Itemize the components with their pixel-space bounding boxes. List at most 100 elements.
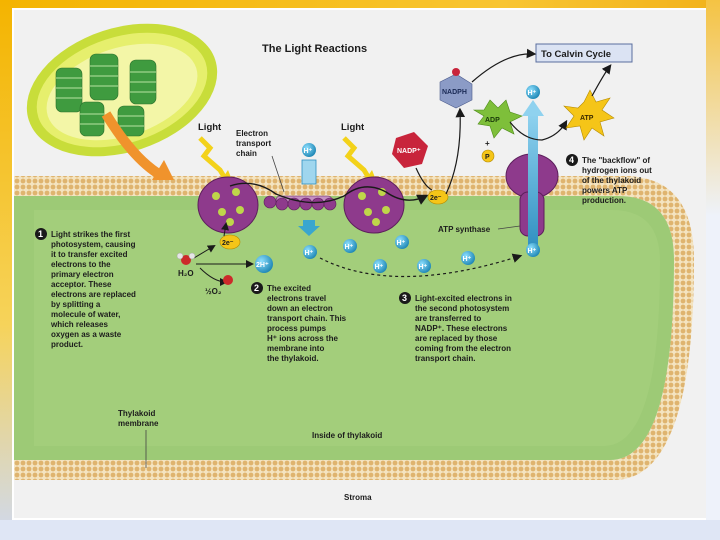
step-4: 4 The "backflow" of hydrogen ions out of… <box>566 154 652 205</box>
svg-text:are transferred to: are transferred to <box>415 314 481 323</box>
svg-text:H⁺: H⁺ <box>397 240 406 247</box>
svg-text:H⁺: H⁺ <box>419 264 428 271</box>
h-pump-arrow <box>298 220 320 236</box>
svg-text:the thylakoid.: the thylakoid. <box>267 354 319 363</box>
svg-text:transport chain. This: transport chain. This <box>267 314 347 323</box>
slide-border-top <box>0 0 720 8</box>
two-h-ions: 2H⁺ <box>255 255 273 273</box>
h-pump-channel <box>301 159 317 185</box>
water-electron-arrow <box>193 244 216 259</box>
step-3: 3 Light-excited electrons in the second … <box>399 292 512 363</box>
stroma-label: Stroma <box>344 493 372 502</box>
svg-text:4: 4 <box>569 155 574 165</box>
svg-text:The "backflow" of: The "backflow" of <box>582 156 650 165</box>
h-backflow-arrow <box>528 114 538 250</box>
svg-text:2: 2 <box>254 283 259 293</box>
diagram-svg: The Light Reactions To Calvin Cycle Ligh… <box>14 10 706 518</box>
etc-pointer <box>271 155 285 193</box>
svg-text:the second photosystem: the second photosystem <box>415 304 509 313</box>
two-electrons-left: 2e⁻ <box>219 234 241 250</box>
svg-text:½O₂: ½O₂ <box>205 287 222 296</box>
nadp-molecule: NADP⁺ <box>392 132 428 168</box>
svg-text:down an electron: down an electron <box>267 304 333 313</box>
svg-text:H⁺: H⁺ <box>375 264 384 271</box>
step-1: 1 Light strikes the first photosystem, c… <box>35 228 136 349</box>
svg-text:which releases: which releases <box>50 320 108 329</box>
etc-label-2: transport <box>236 139 271 148</box>
light-ray-left <box>198 136 229 182</box>
nadp-arrow <box>415 167 433 191</box>
light-label-right: Light <box>341 122 365 133</box>
atp-synthase-pointer <box>497 225 521 230</box>
slide-border-bottom <box>0 520 720 540</box>
svg-text:H⁺: H⁺ <box>528 90 537 97</box>
arrow-adp-to-atp <box>509 119 568 141</box>
nadph-molecule: NADPH <box>439 68 473 109</box>
h-ion-bottom-synthase: H⁺ <box>526 243 540 257</box>
svg-text:ADP: ADP <box>485 117 500 124</box>
etc-carriers <box>263 195 337 211</box>
svg-text:photosystem, causing: photosystem, causing <box>51 240 136 249</box>
chloroplast-illustration <box>26 23 218 157</box>
svg-text:ATP: ATP <box>580 115 594 122</box>
light-label-left: Light <box>198 122 222 133</box>
lumen-inner-shade <box>34 210 660 446</box>
svg-text:NADP⁺. These electrons: NADP⁺. These electrons <box>415 324 508 333</box>
adp-molecule: ADP <box>472 99 523 139</box>
svg-text:The excited: The excited <box>267 284 311 293</box>
svg-text:electrons to the: electrons to the <box>51 260 111 269</box>
svg-text:1: 1 <box>38 229 43 239</box>
svg-text:powers ATP: powers ATP <box>582 186 628 195</box>
svg-text:acceptor. These: acceptor. These <box>51 280 112 289</box>
lumen-h-ions: H⁺ H⁺ H⁺ H⁺ H⁺ H⁺ <box>303 235 475 273</box>
plus-sign: + <box>485 139 490 148</box>
svg-text:coming from the electron: coming from the electron <box>415 344 511 353</box>
slide-border-left <box>0 0 12 540</box>
thylakoid-membrane-label-2: membrane <box>118 419 159 428</box>
electron-path <box>229 182 429 205</box>
diagram-title: The Light Reactions <box>262 43 367 55</box>
arrow-atp-to-calvin <box>591 64 612 97</box>
svg-text:NADPH: NADPH <box>442 89 467 96</box>
svg-text:are replaced by those: are replaced by those <box>415 334 498 343</box>
etc-label-1: Electron <box>236 129 268 138</box>
svg-text:2H⁺: 2H⁺ <box>256 262 269 269</box>
svg-text:it to transfer excited: it to transfer excited <box>51 250 128 259</box>
thylakoid-membrane-label-1: Thylakoid <box>118 409 155 418</box>
h-ion-pump-top: H⁺ <box>302 143 316 157</box>
svg-text:NADP⁺: NADP⁺ <box>397 148 421 155</box>
svg-text:P: P <box>485 154 490 161</box>
water-molecule: H₂O <box>176 252 196 278</box>
svg-text:H⁺: H⁺ <box>528 248 537 255</box>
light-ray-right <box>342 136 373 182</box>
slide-border-right <box>706 0 720 540</box>
svg-text:hydrogen ions out: hydrogen ions out <box>582 166 652 175</box>
svg-text:transport chain.: transport chain. <box>415 354 475 363</box>
phosphate-molecule: P <box>481 149 495 163</box>
light-reactions-diagram: The Light Reactions To Calvin Cycle Ligh… <box>14 10 706 518</box>
svg-text:primary electron: primary electron <box>51 270 114 279</box>
two-electrons-right: 2e⁻ <box>427 189 449 205</box>
svg-text:molecule of water,: molecule of water, <box>51 310 120 319</box>
electron-to-ps1-arrow <box>221 222 229 237</box>
oxygen-molecule: ½O₂ <box>205 275 233 296</box>
zoom-arrow <box>101 111 165 181</box>
svg-text:product.: product. <box>51 340 83 349</box>
svg-text:H⁺ ions across the: H⁺ ions across the <box>267 334 338 343</box>
svg-text:H⁺: H⁺ <box>304 148 313 155</box>
svg-text:membrane into: membrane into <box>267 344 324 353</box>
atp-molecule: ATP <box>563 89 615 141</box>
svg-text:electrons are replaced: electrons are replaced <box>51 290 136 299</box>
arrow-to-nadph <box>445 107 466 195</box>
svg-text:H⁺: H⁺ <box>345 244 354 251</box>
svg-text:3: 3 <box>402 293 407 303</box>
atp-synthase-label: ATP synthase <box>438 225 491 234</box>
svg-text:H⁺: H⁺ <box>305 250 314 257</box>
svg-text:electrons travel: electrons travel <box>267 294 326 303</box>
h-ion-top-synthase: H⁺ <box>526 85 540 99</box>
arrow-nadph-to-calvin <box>471 48 537 83</box>
svg-text:by splitting a: by splitting a <box>51 300 101 309</box>
svg-text:Light-excited electrons in: Light-excited electrons in <box>415 294 512 303</box>
svg-text:process pumps: process pumps <box>267 324 327 333</box>
etc-label-3: chain <box>236 149 257 158</box>
